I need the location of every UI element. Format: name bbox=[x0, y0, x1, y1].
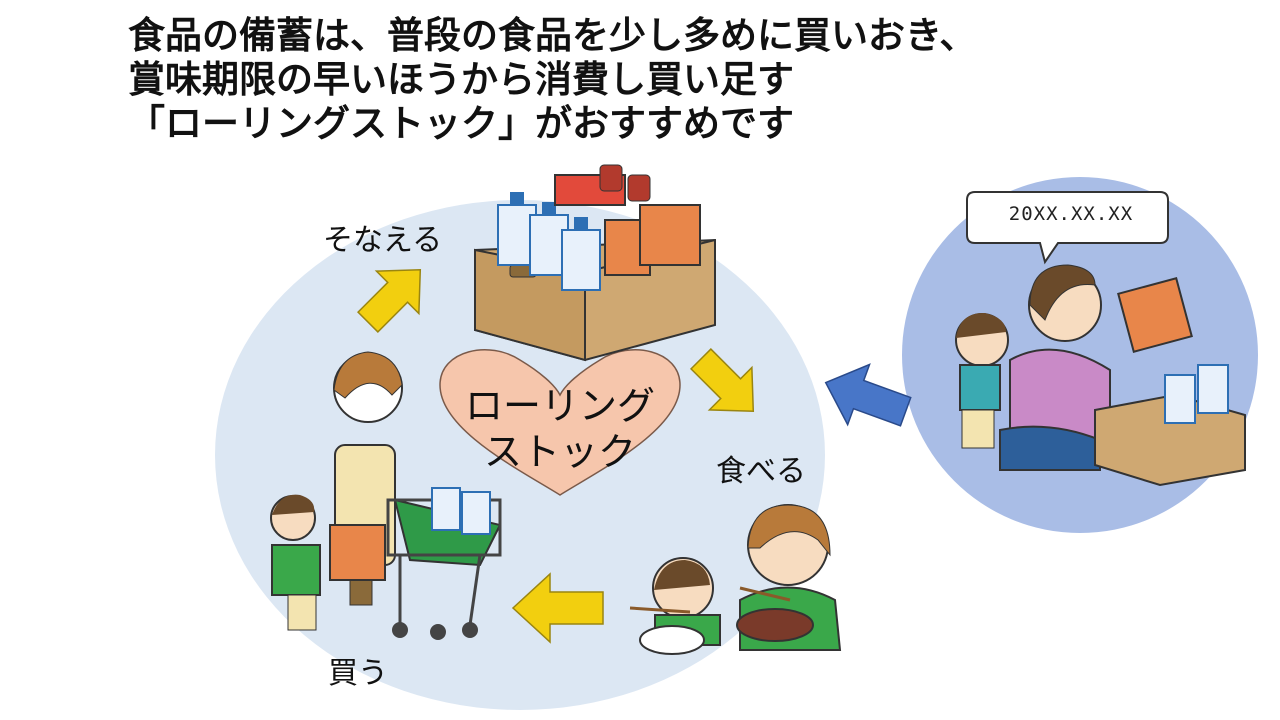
pantry-box-illustration bbox=[474, 164, 716, 362]
heart-label: ローリング ストック bbox=[440, 383, 680, 475]
speech-bubble-text: 20XX.XX.XX bbox=[1008, 203, 1134, 225]
shopping-cart-illustration bbox=[270, 351, 502, 640]
heart-label-line-1: ローリング bbox=[464, 384, 655, 428]
eating-family-illustration bbox=[629, 504, 842, 655]
title-line-2: 賞味期限の早いほうから消費し買い足す bbox=[128, 58, 794, 101]
step-buy-label: 買う bbox=[328, 656, 388, 691]
checking-date-illustration bbox=[955, 191, 1246, 487]
arrow-left-blue-icon bbox=[824, 363, 912, 427]
title-line-1: 食品の備蓄は、普段の食品を少し多めに買いおき、 bbox=[128, 14, 977, 57]
title-line-3: 「ローリングストック」がおすすめです bbox=[128, 102, 794, 145]
arrow-left-icon bbox=[511, 572, 604, 644]
step-eat-label: 食べる bbox=[716, 454, 806, 489]
page-title: 食品の備蓄は、普段の食品を少し多めに買いおき、 賞味期限の早いほうから消費し買い… bbox=[128, 14, 1228, 146]
heart-label-line-2: ストック bbox=[483, 430, 636, 474]
heart-shape bbox=[439, 349, 681, 496]
arrow-up-right-icon bbox=[356, 268, 422, 334]
step-stock-label: そなえる bbox=[323, 223, 443, 258]
arrow-down-right-icon bbox=[689, 347, 755, 413]
